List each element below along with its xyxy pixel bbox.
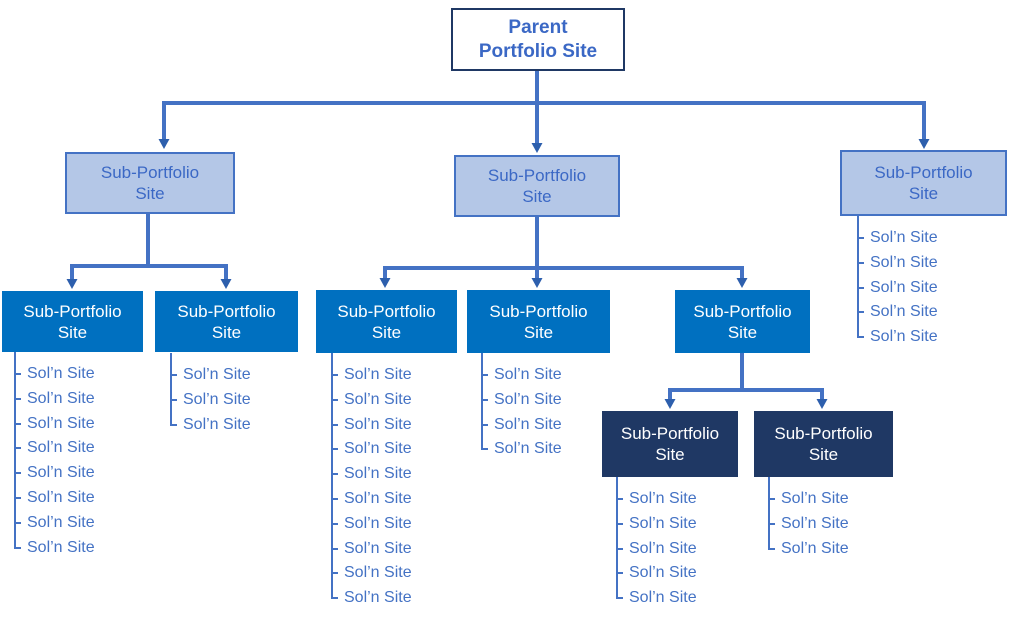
- soln-site-item: Sol’n Site: [14, 536, 95, 560]
- list-connector-line: [331, 353, 333, 600]
- soln-site-item: Sol’n Site: [857, 276, 938, 300]
- soln-site-item: Sol’n Site: [768, 512, 849, 536]
- soln-site-item: Sol’n Site: [481, 437, 562, 461]
- soln-site-item: Sol’n Site: [768, 487, 849, 511]
- sub-portfolio-site-box-mid-child-2: Sub-Portfolio Site: [467, 290, 610, 353]
- sub-portfolio-site-box-mid-child-3: Sub-Portfolio Site: [675, 290, 810, 353]
- soln-site-item: Sol’n Site: [331, 363, 412, 387]
- sub-portfolio-site-box-left-child-2: Sub-Portfolio Site: [155, 291, 298, 352]
- soln-site-item: Sol’n Site: [170, 413, 251, 437]
- sub-portfolio-site-box-dark-1: Sub-Portfolio Site: [602, 411, 738, 477]
- connector-top-crossbar: [162, 101, 926, 139]
- sub-portfolio-site-label: Sub-Portfolio Site: [489, 301, 588, 342]
- soln-site-item: Sol’n Site: [331, 512, 412, 536]
- sub-portfolio-site-label: Sub-Portfolio Site: [693, 301, 792, 342]
- soln-site-item: Sol’n Site: [14, 412, 95, 436]
- soln-site-item: Sol’n Site: [331, 388, 412, 412]
- soln-site-item: Sol’n Site: [331, 487, 412, 511]
- sub-portfolio-site-label: Sub-Portfolio Site: [23, 301, 122, 342]
- soln-site-item: Sol’n Site: [616, 586, 697, 610]
- soln-site-item: Sol’n Site: [857, 325, 938, 349]
- sub-portfolio-site-box-mid: Sub-Portfolio Site: [454, 155, 620, 217]
- soln-site-item: Sol’n Site: [331, 437, 412, 461]
- soln-site-item: Sol’n Site: [331, 537, 412, 561]
- sub-portfolio-site-label: Sub-Portfolio Site: [177, 301, 276, 342]
- soln-site-item: Sol’n Site: [616, 487, 697, 511]
- list-connector-line: [616, 477, 618, 600]
- soln-site-item: Sol’n Site: [616, 537, 697, 561]
- list-connector-line: [14, 352, 16, 549]
- soln-site-item: Sol’n Site: [481, 388, 562, 412]
- list-connector-line: [170, 353, 172, 426]
- soln-site-item: Sol’n Site: [170, 363, 251, 387]
- soln-site-item: Sol’n Site: [14, 362, 95, 386]
- soln-site-item: Sol’n Site: [14, 511, 95, 535]
- soln-site-item: Sol’n Site: [616, 512, 697, 536]
- soln-site-item: Sol’n Site: [14, 387, 95, 411]
- soln-site-item: Sol’n Site: [170, 388, 251, 412]
- soln-site-item: Sol’n Site: [14, 486, 95, 510]
- soln-site-item: Sol’n Site: [14, 436, 95, 460]
- sub-portfolio-site-label: Sub-Portfolio Site: [620, 424, 720, 464]
- connector-mid-branch: [383, 217, 744, 278]
- connector-dark-branch: [668, 353, 824, 399]
- soln-site-item: Sol’n Site: [481, 363, 562, 387]
- sub-portfolio-site-label: Sub-Portfolio Site: [337, 301, 436, 342]
- sub-portfolio-site-box-dark-2: Sub-Portfolio Site: [754, 411, 893, 477]
- parent-portfolio-site-label: Parent Portfolio Site: [478, 16, 598, 62]
- soln-site-item: Sol’n Site: [331, 586, 412, 610]
- sub-portfolio-site-box-left: Sub-Portfolio Site: [65, 152, 235, 214]
- sub-portfolio-site-box-mid-child-1: Sub-Portfolio Site: [316, 290, 457, 353]
- sub-portfolio-site-label: Sub-Portfolio Site: [874, 163, 973, 203]
- soln-site-item: Sol’n Site: [14, 461, 95, 485]
- sub-portfolio-site-label: Sub-Portfolio Site: [487, 166, 587, 206]
- soln-site-item: Sol’n Site: [331, 462, 412, 486]
- soln-site-item: Sol’n Site: [857, 300, 938, 324]
- sub-portfolio-site-box-right: Sub-Portfolio Site: [840, 150, 1007, 216]
- soln-site-item: Sol’n Site: [857, 226, 938, 250]
- sub-portfolio-site-label: Sub-Portfolio Site: [100, 163, 200, 203]
- sub-portfolio-site-box-left-child-1: Sub-Portfolio Site: [2, 291, 143, 352]
- list-connector-line: [857, 216, 859, 339]
- soln-site-item: Sol’n Site: [768, 537, 849, 561]
- connector-left-branch: [70, 214, 228, 279]
- soln-site-item: Sol’n Site: [857, 251, 938, 275]
- list-connector-line: [481, 353, 483, 451]
- soln-site-item: Sol’n Site: [481, 413, 562, 437]
- soln-site-item: Sol’n Site: [331, 413, 412, 437]
- list-connector-line: [768, 477, 770, 550]
- parent-portfolio-site-box: Parent Portfolio Site: [451, 8, 625, 71]
- soln-site-item: Sol’n Site: [616, 561, 697, 585]
- soln-site-item: Sol’n Site: [331, 561, 412, 585]
- sub-portfolio-site-label: Sub-Portfolio Site: [774, 424, 873, 464]
